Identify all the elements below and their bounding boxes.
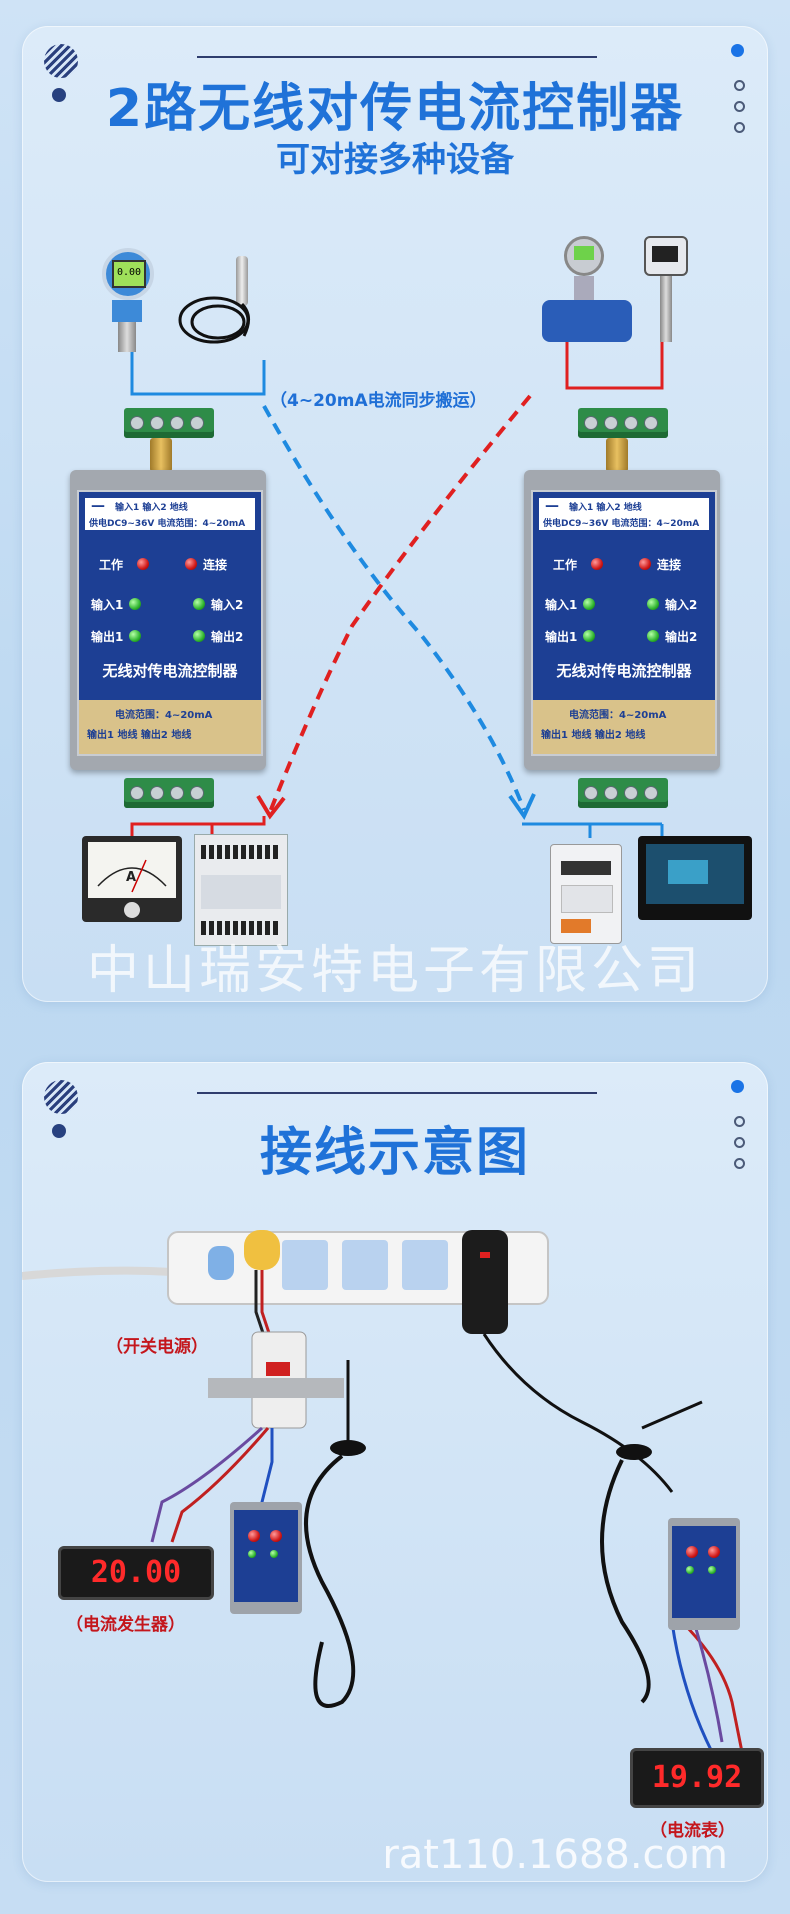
foot-range: 电流范围：4~20mA [115,710,213,721]
connect-label: 连接 [203,558,228,572]
page-subtitle: 可对接多种设备 [276,140,514,180]
connect-led [185,558,197,570]
input1-label: 输入1 [91,598,124,612]
header-row1: 输入1 输入2 地线 [115,503,188,513]
ring-decoration [734,1116,745,1127]
hmi-touchscreen [638,836,752,920]
output2-led [647,630,659,642]
input2-label: 输入2 [665,598,698,612]
input1-led [129,598,141,610]
header-row2: 供电DC9~36V 电流范围：4~20mA [89,519,246,529]
wiring-panel: 接线示意图 [22,1062,768,1882]
antenna-connector [150,438,172,472]
output1-label: 输出1 [91,630,124,644]
input2-led [193,598,205,610]
plc-module [194,834,288,946]
level-probe [174,256,274,356]
output1-led [129,630,141,642]
generator-caption: （电流发生器） [66,1615,185,1635]
minus-label: — [91,498,105,514]
pressure-transmitter: 0.00 [98,248,156,354]
transmitter-display: 0.00 [112,260,146,288]
dot-decoration [52,88,66,102]
ammeter-unit: A [126,870,137,885]
output2-led [193,630,205,642]
antenna-connector [606,438,628,472]
controller-right: — 输入1 输入2 地线 供电DC9~36V 电流范围：4~20mA 工作 连接… [524,470,720,770]
input-terminal-left [124,408,214,438]
work-label: 工作 [553,558,578,572]
input-terminal-right [578,408,668,438]
divider-line [197,56,597,58]
header-row2: 供电DC9~36V 电流范围：4~20mA [543,519,700,529]
header-row1: 输入1 输入2 地线 [569,503,642,513]
minus-label: — [545,498,559,514]
connect-led [639,558,651,570]
ring-decoration [734,101,745,112]
red-transfer-arrow [268,394,532,813]
ring-decoration [734,122,745,133]
flow-meter [542,236,632,346]
input2-led [647,598,659,610]
ring-decoration [734,80,745,91]
output-terminal-right [578,778,668,808]
input2-label: 输入2 [211,598,244,612]
analog-ammeter: A [82,836,182,922]
wiring-diagram [130,296,664,838]
inverter-drive [550,844,622,944]
connect-label: 连接 [657,558,682,572]
dot-decoration [52,1124,66,1138]
blue-arrow-head [508,793,536,821]
product-panel: 2路无线对传电流控制器 可对接多种设备 （4~20mA电流同步搬运） 0.00 [22,26,768,1002]
input1-label: 输入1 [545,598,578,612]
foot-range: 电流范围：4~20mA [569,710,667,721]
output-terminal-left [124,778,214,808]
input1-led [583,598,595,610]
url-watermark: rat110.1688.com [382,1832,728,1878]
controller-photo-left [230,1502,302,1614]
output2-label: 输出2 [665,630,698,644]
sensor-wire-right [565,296,664,390]
output1-led [583,630,595,642]
red-arrow-head [256,794,286,820]
blue-dot-decoration [731,44,744,57]
controller-left: — 输入1 输入2 地线 供电DC9~36V 电流范围：4~20mA 工作 连接… [70,470,266,770]
ring-decoration [734,1137,745,1148]
blue-transfer-arrow [262,405,526,811]
output1-label: 输出1 [545,630,578,644]
company-watermark: 中山瑞安特电子有限公司 [86,941,703,1001]
output-wire-left [130,816,266,826]
wiring-title: 接线示意图 [259,1123,530,1183]
generator-display: 20.00 [58,1546,214,1600]
pressure-switch [644,236,688,346]
psu-caption: （开关电源） [106,1337,208,1357]
blue-dot-decoration [731,1080,744,1093]
page-title: 2路无线对传电流控制器 [105,79,685,139]
foot-row: 输出1 地线 输出2 地线 [541,730,646,741]
transfer-label: （4~20mA电流同步搬运） [270,391,487,411]
meter-caption: （电流表） [650,1821,735,1841]
meter-display: 19.92 [630,1748,764,1808]
hatched-circle-decoration [44,1080,78,1114]
foot-row: 输出1 地线 输出2 地线 [87,730,192,741]
ring-decoration [734,1158,745,1169]
hatched-circle-decoration [44,44,78,78]
work-led [591,558,603,570]
work-label: 工作 [99,558,124,572]
controller-name: 无线对传电流控制器 [102,662,238,680]
work-led [137,558,149,570]
controller-name: 无线对传电流控制器 [556,662,692,680]
controller-photo-right [668,1518,740,1630]
output2-label: 输出2 [211,630,244,644]
divider-line [197,1092,597,1094]
sensor-wire-left [130,352,266,396]
